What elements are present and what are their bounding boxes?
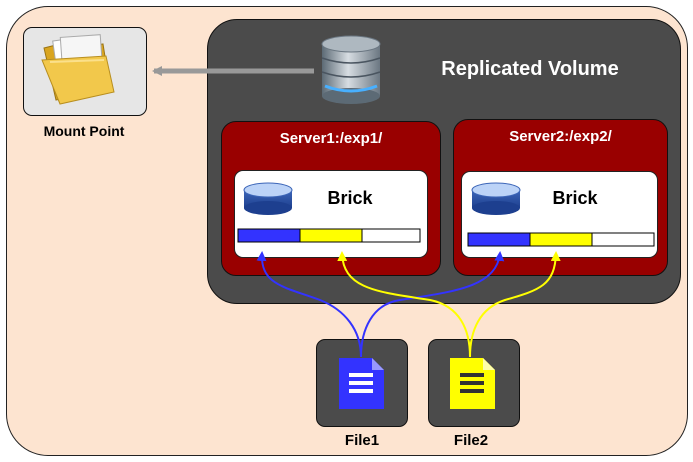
server1-storage-bar [237,228,421,243]
file1-document-icon [339,358,384,409]
file2-document-icon [450,358,495,409]
folder-icon [41,34,115,105]
file1-to-brick1-arrow [256,251,362,358]
file2-to-brick2-arrow [469,251,561,358]
database-icon [321,35,381,104]
file1-to-brick2-arrow [360,251,505,358]
server2-title: Server2:/exp2/ [509,128,612,145]
server2-brick-icon [471,182,521,215]
server1-brick-icon [243,182,293,215]
file2-label: File2 [453,432,489,449]
server2-brick-label: Brick [552,188,598,208]
file1-label: File1 [344,432,380,449]
server1-brick-label: Brick [327,188,373,208]
server1-title: Server1:/exp1/ [279,130,383,147]
server2-storage-bar [467,232,655,247]
file2-to-brick1-arrow [337,251,471,358]
volume-title: Replicated Volume [441,58,619,80]
mount-point-label: Mount Point [43,123,125,139]
